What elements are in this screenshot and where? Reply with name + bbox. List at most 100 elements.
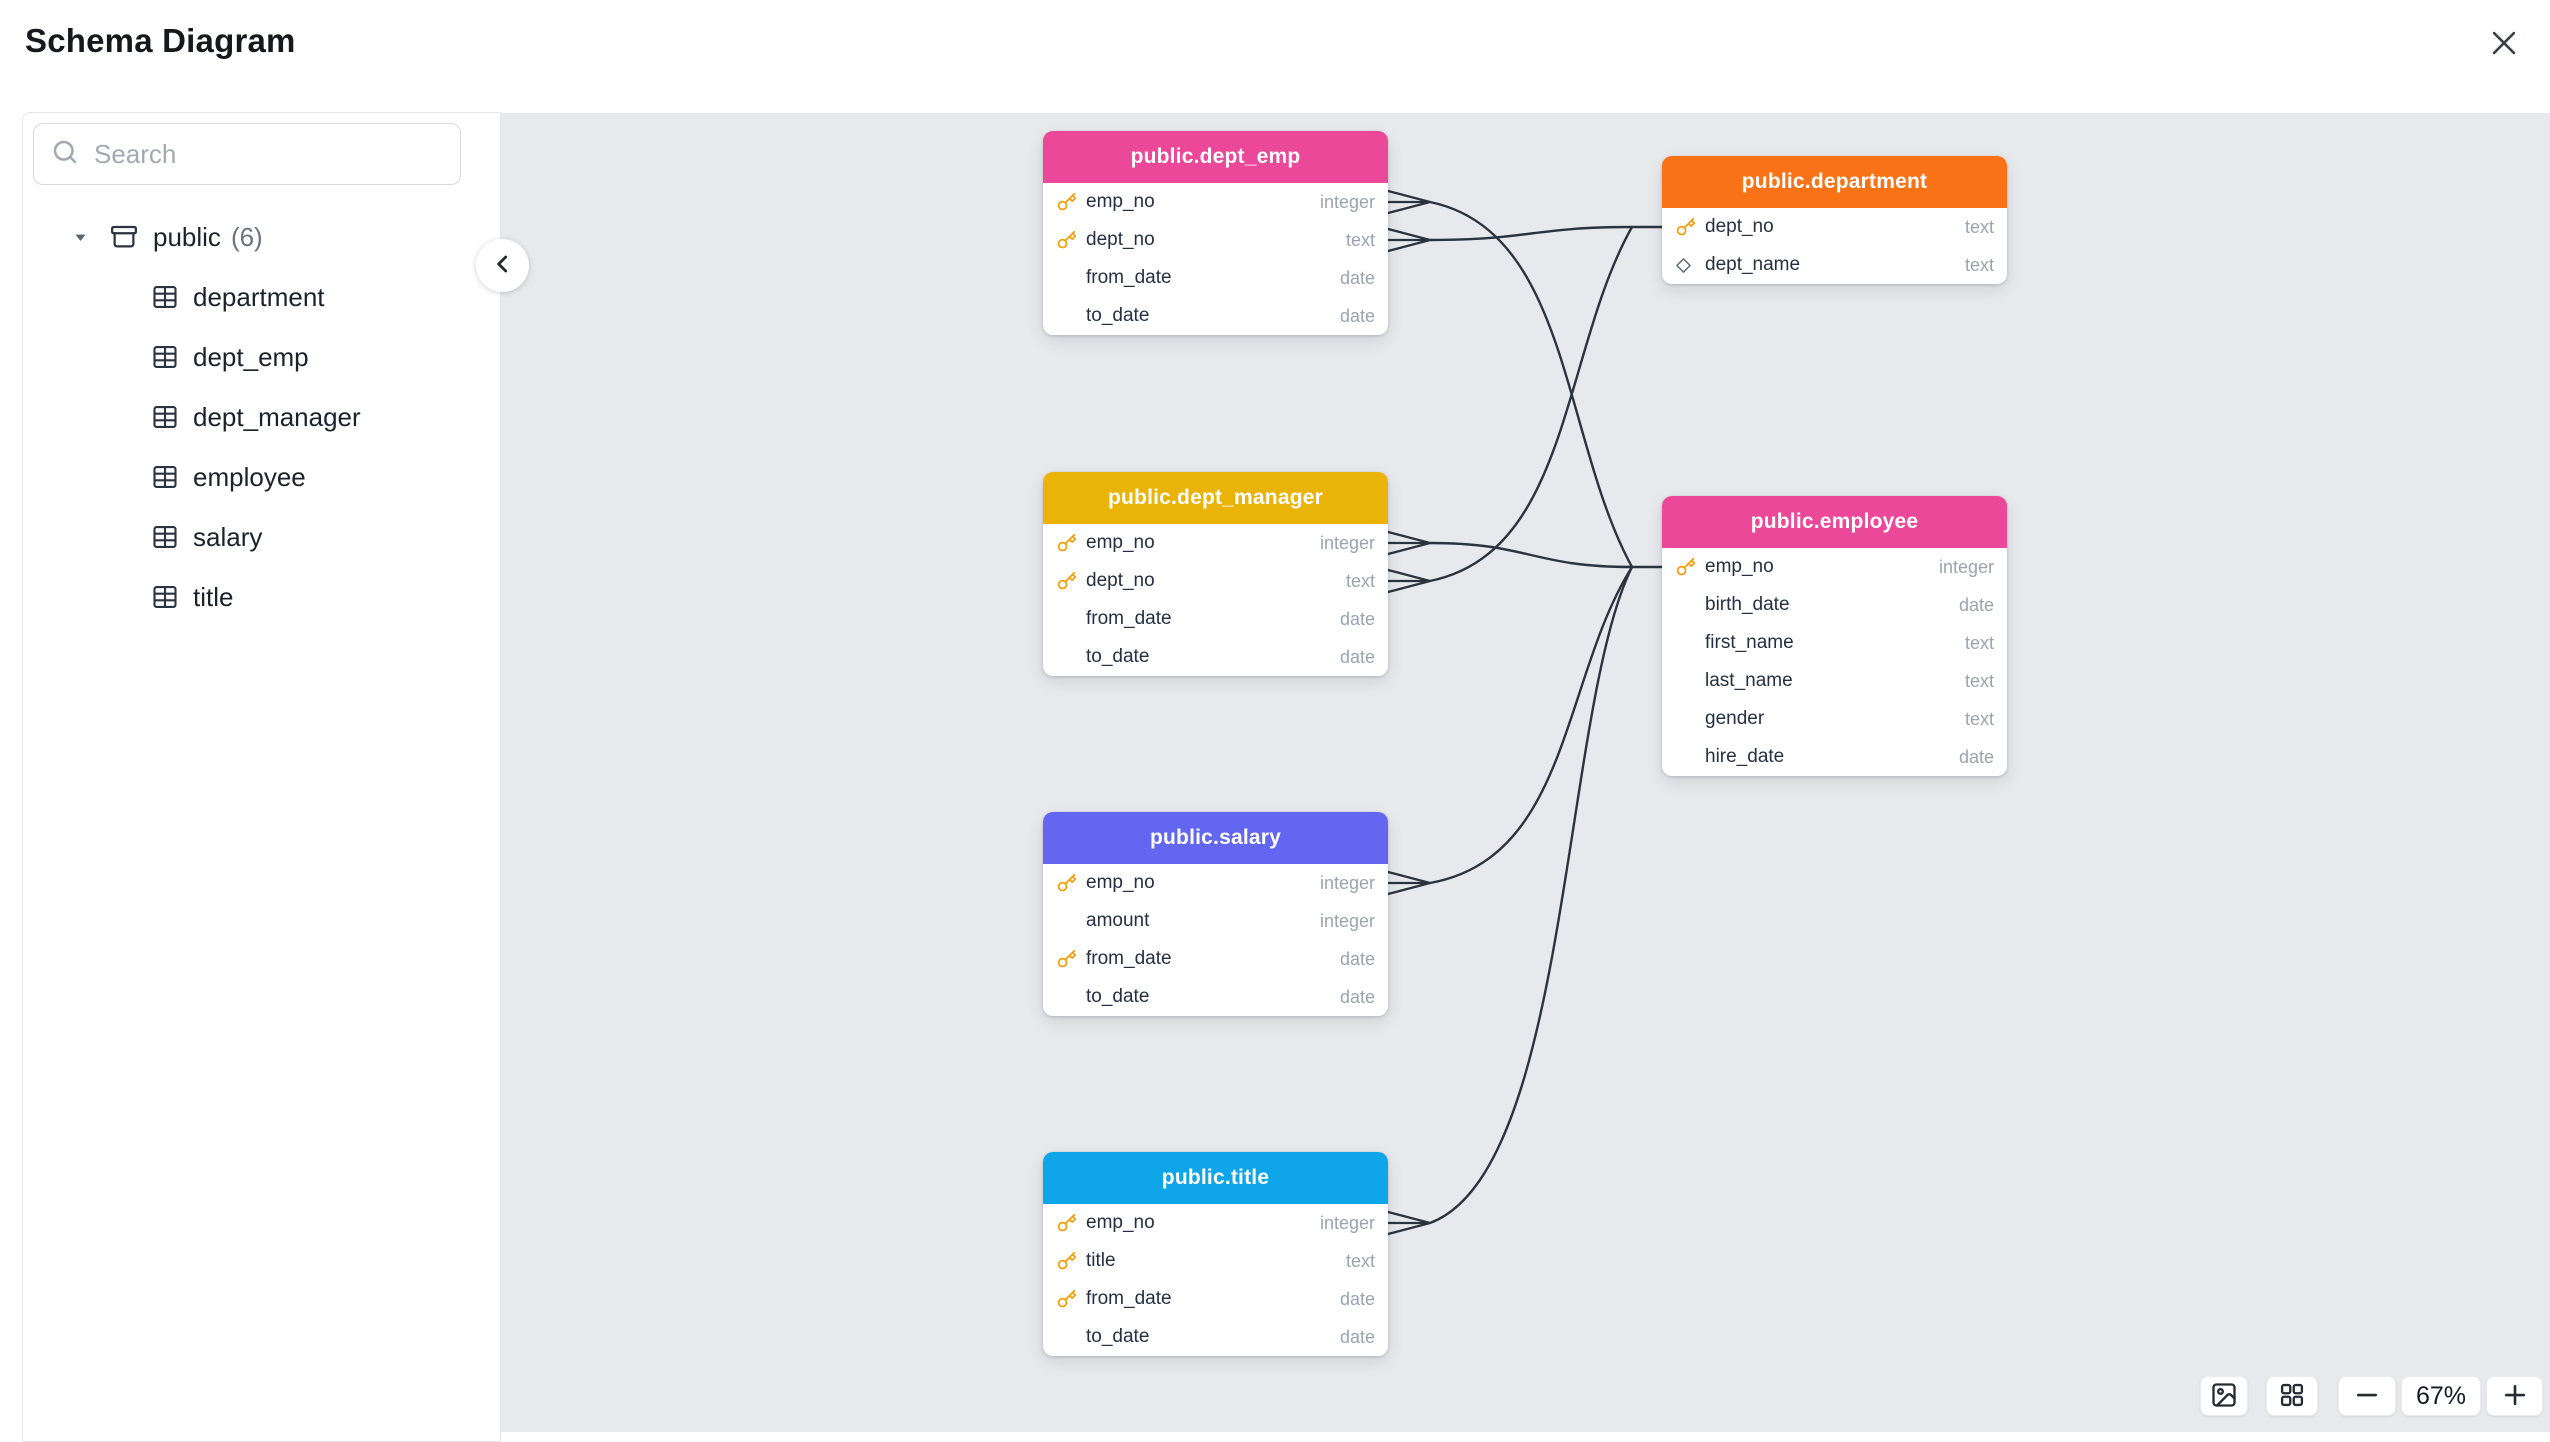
column-name: emp_no (1086, 532, 1155, 553)
node-title: public.salary (1043, 812, 1388, 864)
column-name: dept_no (1086, 229, 1155, 250)
column-name: to_date (1086, 1326, 1150, 1347)
key-icon (1056, 1289, 1086, 1310)
column-type: date (1339, 608, 1375, 629)
column-name: from_date (1086, 1288, 1172, 1309)
column-row-title: title text (1043, 1242, 1388, 1280)
key-icon (1675, 557, 1705, 578)
column-type: date (1339, 986, 1375, 1007)
column-row-emp_no: emp_no integer (1662, 548, 2007, 586)
column-type: date (1958, 746, 1994, 767)
schema-node-employee[interactable]: public.employee emp_no integer birth_dat… (1662, 496, 2007, 776)
column-name: to_date (1086, 986, 1150, 1007)
column-type: text (1964, 216, 1994, 237)
table-icon (151, 343, 179, 371)
column-name: title (1086, 1250, 1116, 1271)
column-row-first_name: first_name text (1662, 624, 2007, 662)
column-row-from_date: from_date date (1043, 600, 1388, 638)
column-type: date (1339, 1326, 1375, 1347)
caret-down-icon[interactable] (67, 229, 93, 246)
column-name: from_date (1086, 267, 1172, 288)
column-name: emp_no (1086, 191, 1155, 212)
schema-node-title[interactable]: public.title emp_no integer title text f… (1043, 1152, 1388, 1356)
schema-node-department[interactable]: public.department dept_no text dept_name… (1662, 156, 2007, 284)
diamond-icon (1675, 257, 1705, 274)
table-icon (151, 523, 179, 551)
app-header: Schema Diagram (0, 0, 2550, 112)
schema-node-dept_emp[interactable]: public.dept_emp emp_no integer dept_no t… (1043, 131, 1388, 335)
export-image-button[interactable] (2200, 1376, 2248, 1416)
sidebar-item-table-salary[interactable]: salary (23, 507, 500, 567)
sidebar-item-table-dept_emp[interactable]: dept_emp (23, 327, 500, 387)
page-title: Schema Diagram (25, 22, 296, 59)
column-name: emp_no (1086, 1212, 1155, 1233)
sidebar-item-table-dept_manager[interactable]: dept_manager (23, 387, 500, 447)
column-name: from_date (1086, 948, 1172, 969)
column-row-hire_date: hire_date date (1662, 738, 2007, 776)
column-name: hire_date (1705, 746, 1785, 767)
column-name: to_date (1086, 305, 1150, 326)
zoom-out-button[interactable] (2338, 1376, 2396, 1416)
auto-layout-button[interactable] (2266, 1376, 2318, 1416)
table-name: title (193, 581, 234, 612)
column-name: gender (1705, 708, 1765, 729)
image-icon (2210, 1381, 2238, 1412)
column-type: date (1339, 948, 1375, 969)
column-row-dept_name: dept_name text (1662, 246, 2007, 284)
column-name: dept_name (1705, 254, 1801, 275)
search-box (33, 123, 461, 185)
column-row-dept_no: dept_no text (1043, 562, 1388, 600)
column-row-gender: gender text (1662, 700, 2007, 738)
schema-table-count: (6) (230, 221, 263, 252)
column-type: text (1964, 254, 1994, 275)
column-row-emp_no: emp_no integer (1043, 1204, 1388, 1242)
schema-tree: public (6) department dept_emp dept_mana… (23, 207, 500, 627)
minus-icon (2352, 1380, 2382, 1413)
diagram-canvas[interactable] (501, 113, 2550, 1432)
column-type: date (1958, 594, 1994, 615)
column-row-to_date: to_date date (1043, 978, 1388, 1016)
zoom-level: 67% (2401, 1376, 2481, 1416)
close-button[interactable] (2480, 20, 2528, 68)
table-name: employee (193, 461, 306, 492)
column-type: integer (1319, 1212, 1375, 1233)
table-name: dept_emp (193, 341, 309, 372)
key-icon (1056, 949, 1086, 970)
column-row-emp_no: emp_no integer (1043, 864, 1388, 902)
zoom-in-button[interactable] (2486, 1376, 2543, 1416)
sidebar-item-table-department[interactable]: department (23, 267, 500, 327)
key-icon (1675, 217, 1705, 238)
schema-sidebar: public (6) department dept_emp dept_mana… (22, 112, 501, 1442)
node-title: public.title (1043, 1152, 1388, 1204)
key-icon (1056, 1251, 1086, 1272)
column-row-to_date: to_date date (1043, 1318, 1388, 1356)
schema-name: public (153, 221, 221, 252)
table-icon (151, 463, 179, 491)
column-name: first_name (1705, 632, 1794, 653)
column-row-birth_date: birth_date date (1662, 586, 2007, 624)
column-row-last_name: last_name text (1662, 662, 2007, 700)
sidebar-collapse-button[interactable] (476, 239, 529, 292)
column-name: from_date (1086, 608, 1172, 629)
table-name: salary (193, 521, 263, 552)
column-type: date (1339, 1288, 1375, 1309)
column-type: integer (1319, 872, 1375, 893)
search-input[interactable] (94, 138, 444, 170)
sidebar-item-table-employee[interactable]: employee (23, 447, 500, 507)
column-row-to_date: to_date date (1043, 638, 1388, 676)
schema-node-dept_manager[interactable]: public.dept_manager emp_no integer dept_… (1043, 472, 1388, 676)
column-row-amount: amount integer (1043, 902, 1388, 940)
table-icon (151, 403, 179, 431)
table-icon (151, 583, 179, 611)
column-name: birth_date (1705, 594, 1790, 615)
column-type: date (1339, 267, 1375, 288)
sidebar-item-schema-public[interactable]: public (6) (23, 207, 500, 267)
schema-node-salary[interactable]: public.salary emp_no integer amount inte… (1043, 812, 1388, 1016)
column-name: amount (1086, 910, 1150, 931)
close-icon (2487, 26, 2521, 63)
column-name: emp_no (1705, 556, 1774, 577)
column-type: integer (1938, 556, 1994, 577)
column-row-emp_no: emp_no integer (1043, 183, 1388, 221)
column-name: dept_no (1086, 570, 1155, 591)
sidebar-item-table-title[interactable]: title (23, 567, 500, 627)
